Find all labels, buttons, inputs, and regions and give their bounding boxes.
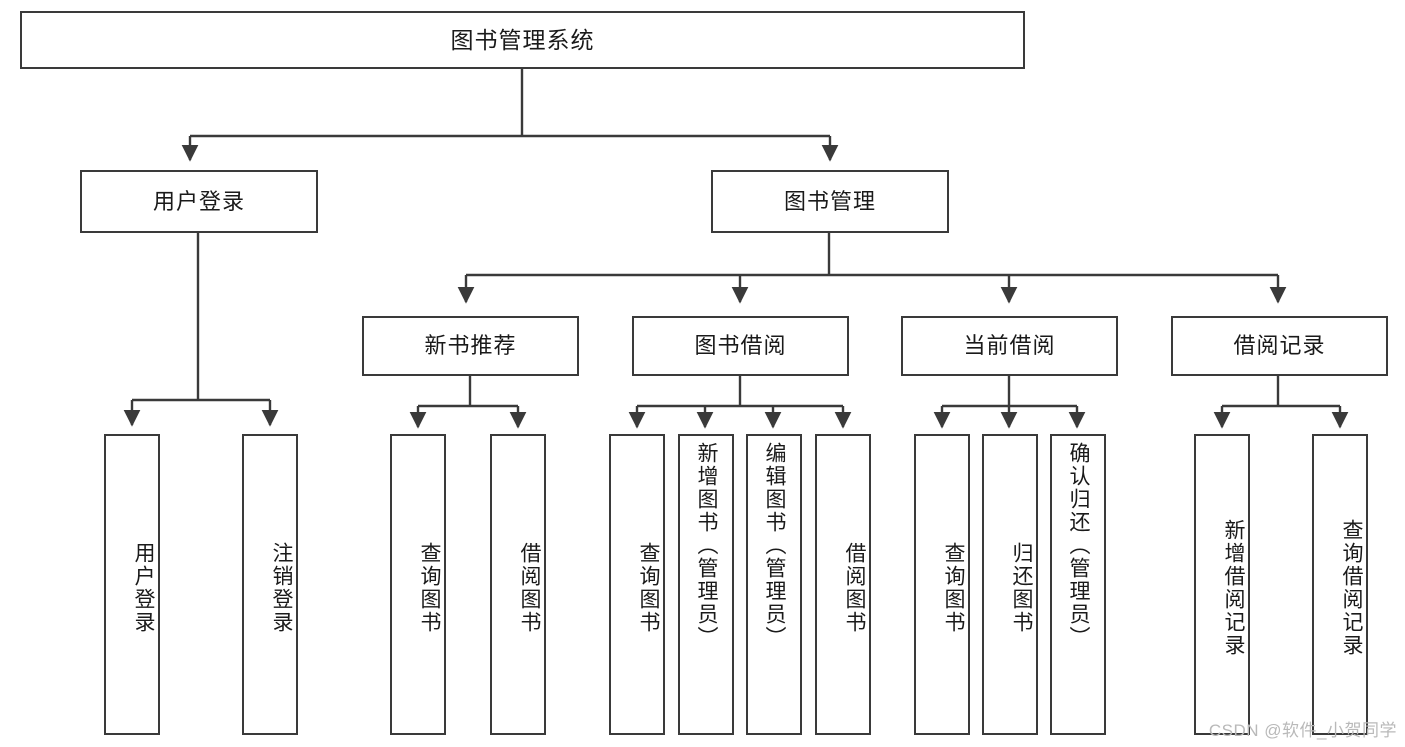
leaf-query-book-borrow[interactable]: 查询图书 — [609, 434, 665, 735]
leaf-edit-book-admin[interactable]: 编辑图书（管理员） — [746, 434, 802, 735]
leaf-label: 确认归还（管理员） — [1067, 442, 1090, 649]
leaf-label: 查询图书 — [942, 541, 965, 634]
leaf-borrow-book[interactable]: 借阅图书 — [815, 434, 871, 735]
node-book-borrow[interactable]: 图书借阅 — [632, 316, 849, 376]
node-new-book-recommend[interactable]: 新书推荐 — [362, 316, 579, 376]
leaf-label: 用户登录 — [132, 541, 155, 634]
leaf-add-borrow-record[interactable]: 新增借阅记录 — [1194, 434, 1250, 735]
leaf-confirm-return-admin[interactable]: 确认归还（管理员） — [1050, 434, 1106, 735]
leaf-borrow-book-newbook[interactable]: 借阅图书 — [490, 434, 546, 735]
leaf-label: 借阅图书 — [843, 541, 866, 634]
leaf-label: 查询图书 — [418, 541, 441, 634]
csdn-watermark: CSDN @软件_小贺同学 — [1208, 721, 1397, 740]
leaf-query-borrow-record[interactable]: 查询借阅记录 — [1312, 434, 1368, 735]
leaf-query-book-newbook[interactable]: 查询图书 — [390, 434, 446, 735]
leaf-label: 归还图书 — [1010, 541, 1033, 634]
leaf-label: 查询图书 — [637, 541, 660, 634]
leaf-label: 借阅图书 — [518, 541, 541, 634]
leaf-query-book-current[interactable]: 查询图书 — [914, 434, 970, 735]
leaf-user-login[interactable]: 用户登录 — [104, 434, 160, 735]
node-current-borrow[interactable]: 当前借阅 — [901, 316, 1118, 376]
leaf-label: 注销登录 — [270, 541, 293, 634]
leaf-label: 查询借阅记录 — [1340, 518, 1363, 657]
leaf-label: 编辑图书（管理员） — [763, 442, 786, 649]
node-book-management[interactable]: 图书管理 — [711, 170, 949, 233]
leaf-label: 新增借阅记录 — [1222, 518, 1245, 657]
node-user-login[interactable]: 用户登录 — [80, 170, 318, 233]
leaf-return-book[interactable]: 归还图书 — [982, 434, 1038, 735]
leaf-label: 新增图书（管理员） — [695, 442, 718, 649]
leaf-user-logout[interactable]: 注销登录 — [242, 434, 298, 735]
node-borrow-records[interactable]: 借阅记录 — [1171, 316, 1388, 376]
node-root-system[interactable]: 图书管理系统 — [20, 11, 1025, 69]
leaf-add-book-admin[interactable]: 新增图书（管理员） — [678, 434, 734, 735]
